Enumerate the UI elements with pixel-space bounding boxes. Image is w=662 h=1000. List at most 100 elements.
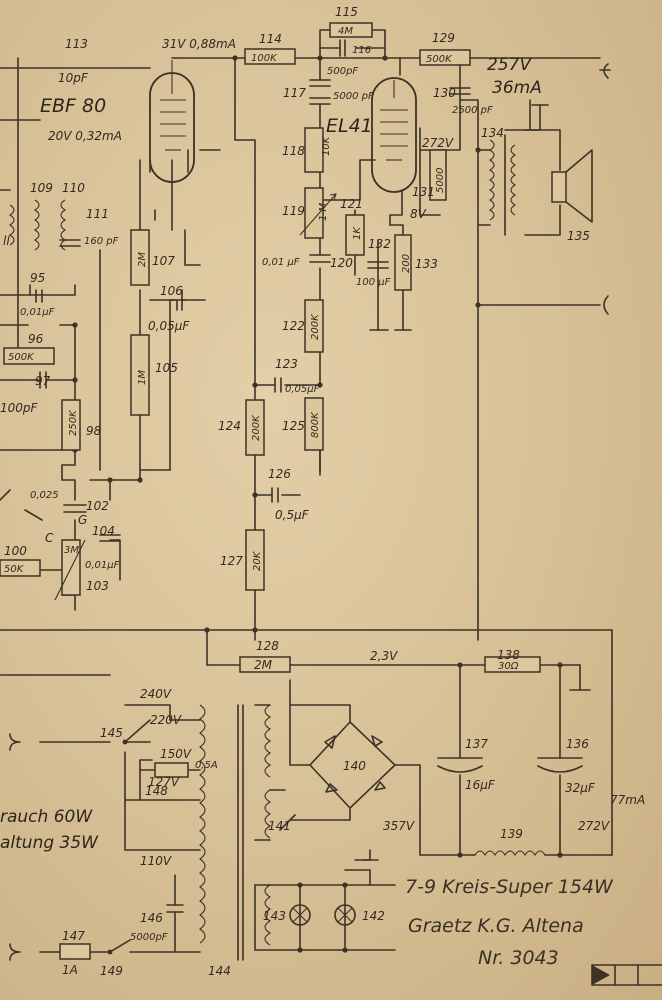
voltage-hv-current: 36mA xyxy=(492,78,542,98)
tube-el41 xyxy=(371,77,417,193)
resistors xyxy=(0,22,541,960)
label-136-val: 32µF xyxy=(565,781,596,795)
footer-line-2: Graetz K.G. Altena xyxy=(408,915,584,937)
label-121-val: 1K xyxy=(352,226,363,240)
label-118-val: 10K xyxy=(321,135,332,156)
label-126-val: 0,5µF xyxy=(275,508,310,522)
labels: EBF 80 EL41 113 10pF 114 100K 115 4M 116… xyxy=(0,5,645,978)
resistor-119 xyxy=(304,187,324,239)
label-105-val: 1M xyxy=(137,370,148,385)
label-126: 126 xyxy=(268,467,291,481)
label-137-val: 16µF xyxy=(465,778,496,792)
tube-ebf80 xyxy=(149,60,195,183)
label-125: 125 xyxy=(282,419,305,433)
voltage-screen: 272V xyxy=(422,136,454,150)
label-119-val: 1 M xyxy=(318,202,329,221)
label-149: 149 xyxy=(100,964,123,978)
capacitors xyxy=(35,39,583,773)
resistor-105 xyxy=(130,334,150,416)
label-138: 138 xyxy=(497,648,520,662)
label-118: 118 xyxy=(282,144,305,158)
label-129: 129 xyxy=(432,31,455,45)
resistor-127 xyxy=(245,529,265,591)
label-c: C xyxy=(45,531,54,545)
capacitor-131 xyxy=(429,149,447,201)
label-98-val: 250K xyxy=(68,409,79,436)
label-109: 109 xyxy=(30,181,53,195)
voltage-220: 220V xyxy=(150,713,182,727)
label-148-val: 0,5A xyxy=(195,760,218,771)
label-128: 128 xyxy=(256,639,279,653)
label-143: 143 xyxy=(263,909,286,923)
label-132: 132 xyxy=(368,237,391,251)
resistor-121 xyxy=(345,214,365,256)
resistor-125 xyxy=(304,397,324,451)
label-116: 116 xyxy=(352,45,371,56)
label-129-val: 500K xyxy=(426,54,453,65)
label-103: 103 xyxy=(86,579,109,593)
resistor-100 xyxy=(0,559,41,577)
label-138-val: 30Ω xyxy=(498,661,519,672)
tube-label-ebf80: EBF 80 xyxy=(40,95,106,117)
fuse-147 xyxy=(59,943,91,960)
label-97-val: 100pF xyxy=(0,401,39,415)
title-block xyxy=(591,964,662,986)
voltage-150: 150V xyxy=(160,747,192,761)
label-106: 106 xyxy=(160,284,183,298)
label-116-val: 500pF xyxy=(327,66,358,77)
power-line-2: altung 35W xyxy=(0,833,99,853)
voltage-v1-plate: 31V 0,88mA xyxy=(162,37,236,51)
voltage-110: 110V xyxy=(140,854,172,868)
label-135: 135 xyxy=(567,229,590,243)
resistor-132 xyxy=(394,234,412,291)
tube-label-el41: EL41 xyxy=(326,115,373,137)
switches xyxy=(9,99,531,961)
voltage-heater: 2,3V xyxy=(370,649,398,663)
label-117-val: 5000 pF xyxy=(333,91,374,102)
label-141: 141 xyxy=(268,819,291,833)
label-130: 130 xyxy=(433,86,456,100)
resistor-115 xyxy=(329,22,373,38)
voltage-hv: 257V xyxy=(487,55,532,75)
label-100-val: 50K xyxy=(4,564,25,575)
label-124-val: 200K xyxy=(251,414,262,441)
power-line-1: rauch 60W xyxy=(0,807,93,827)
label-124: 124 xyxy=(218,419,241,433)
label-114: 114 xyxy=(259,32,282,46)
label-127: 127 xyxy=(220,554,243,568)
label-127-val: 20K xyxy=(252,550,263,571)
label-111-val: 160 pF xyxy=(84,236,119,247)
label-122-val: 200K xyxy=(310,313,321,340)
label-132-val: 200 xyxy=(401,254,412,273)
label-148: 148 xyxy=(145,784,168,798)
label-121: 121 xyxy=(340,197,363,211)
label-102: 102 xyxy=(86,499,109,513)
footer-line-1: 7-9 Kreis-Super 154W xyxy=(405,876,614,898)
label-98: 98 xyxy=(86,424,102,438)
label-117: 117 xyxy=(283,86,306,100)
label-146: 146 xyxy=(140,911,163,925)
voltage-rect: 357V xyxy=(383,819,415,833)
resistor-124 xyxy=(245,399,265,456)
label-95-val: 0,01µF xyxy=(20,307,55,318)
label-105: 105 xyxy=(155,361,178,375)
label-97: 97 xyxy=(35,374,51,388)
resistor-98 xyxy=(61,399,81,451)
label-96-val: 500K xyxy=(8,352,35,363)
voltage-240: 240V xyxy=(140,687,172,701)
voltage-v1-cathode: 20V 0,32mA xyxy=(48,129,122,143)
label-142: 142 xyxy=(362,909,385,923)
label-106-val: 0,05µF xyxy=(148,319,190,333)
voltage-filt: 272V xyxy=(578,819,610,833)
label-ll: ll xyxy=(3,234,10,248)
label-g: G xyxy=(78,513,87,527)
resistor-107 xyxy=(130,229,150,286)
wiring xyxy=(0,29,613,953)
coils xyxy=(8,139,546,961)
label-145: 145 xyxy=(100,726,123,740)
label-120: 120 xyxy=(330,256,353,270)
label-103-val: 3M xyxy=(64,545,79,556)
label-119: 119 xyxy=(282,204,305,218)
